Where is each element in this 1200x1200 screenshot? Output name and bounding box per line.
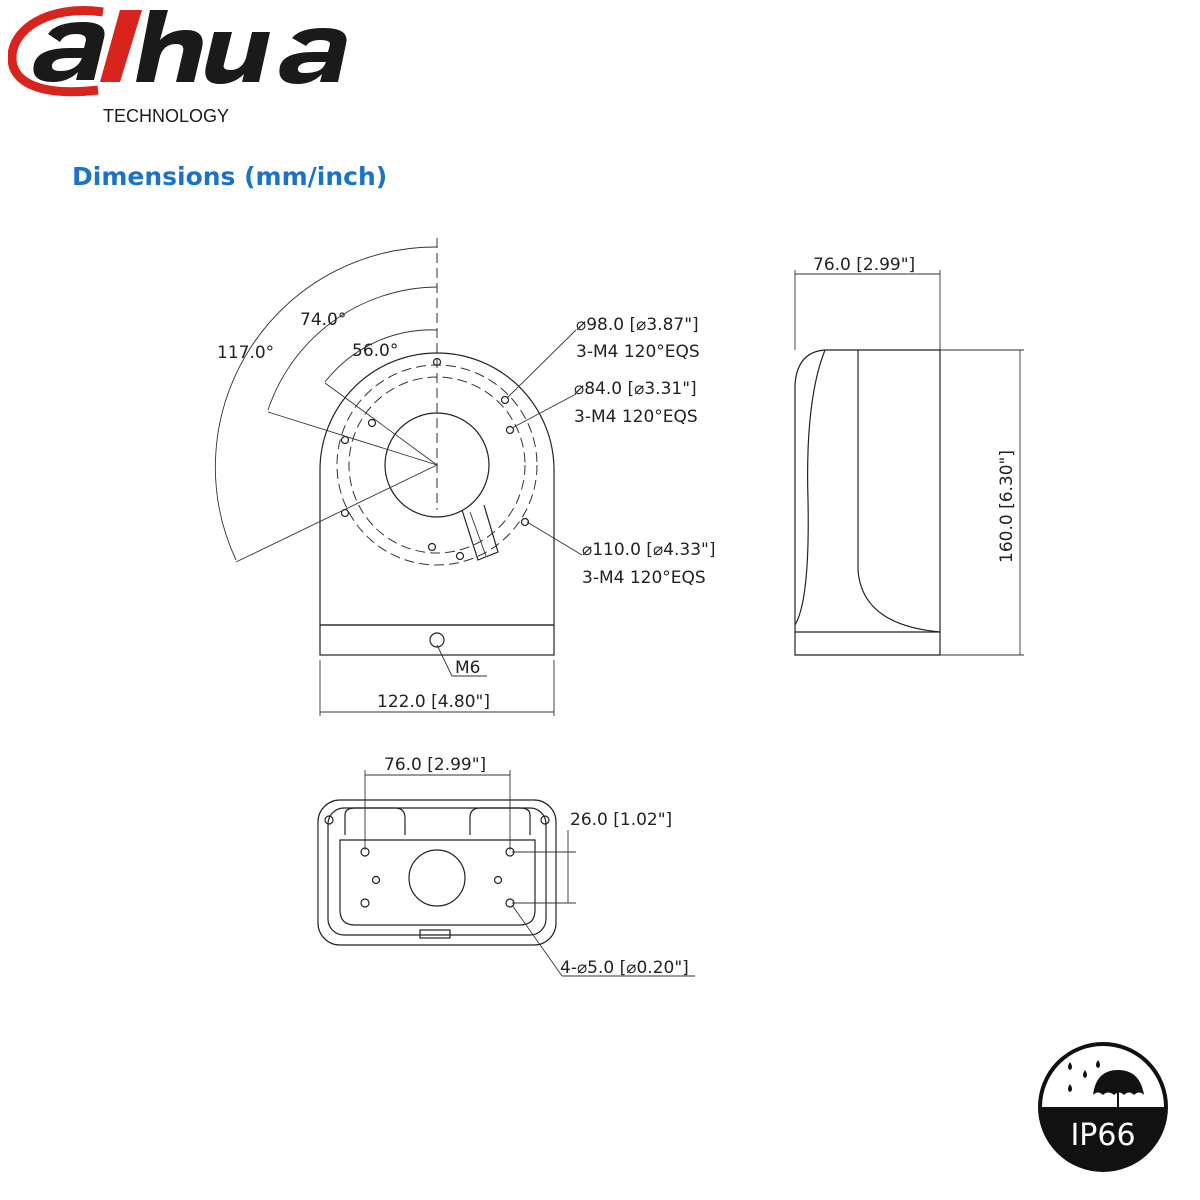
callout-84-diameter: ⌀84.0 [⌀3.31"]: [574, 379, 697, 399]
callout-98-diameter: ⌀98.0 [⌀3.87"]: [576, 315, 699, 335]
side-height-dim: 160.0 [6.30"]: [997, 450, 1017, 563]
screw-label: M6: [455, 658, 480, 678]
ip66-badge: IP66: [1038, 1042, 1168, 1172]
ip-rating-label: IP66: [1070, 1118, 1135, 1153]
bottom-holes-dim: 4-⌀5.0 [⌀0.20"]: [560, 958, 689, 978]
callout-110-diameter: ⌀110.0 [⌀4.33"]: [582, 540, 715, 560]
callout-110-thread: 3-M4 120°EQS: [582, 568, 706, 588]
bottom-vertical-dim: 26.0 [1.02"]: [570, 810, 672, 830]
rain-umbrella-icon: [1068, 1060, 1144, 1107]
dahua-logo: TECHNOLOGY: [8, 6, 347, 126]
logo-tagline: TECHNOLOGY: [103, 106, 229, 126]
side-view: 76.0 [2.99"] 160.0 [6.30"]: [794, 255, 1024, 656]
angle-56: 56.0°: [352, 341, 398, 361]
callout-84-thread: 3-M4 120°EQS: [574, 407, 698, 427]
bottom-view: 76.0 [2.99"] 26.0 [1.02"] 4-⌀5.0 [⌀0.20"…: [317, 755, 695, 978]
front-view: 117.0° 74.0° 56.0° ⌀98.0 [⌀3.87"] 3-M4 1…: [214, 238, 715, 716]
angle-74: 74.0°: [300, 310, 346, 330]
bottom-spacing-dim: 76.0 [2.99"]: [384, 755, 486, 775]
side-depth-dim: 76.0 [2.99"]: [813, 255, 915, 275]
front-width-dim: 122.0 [4.80"]: [377, 692, 490, 712]
angle-117: 117.0°: [217, 343, 274, 363]
callout-98-thread: 3-M4 120°EQS: [576, 342, 700, 362]
logo-wordmark: [33, 10, 347, 84]
page-title: Dimensions (mm/inch): [72, 162, 388, 191]
